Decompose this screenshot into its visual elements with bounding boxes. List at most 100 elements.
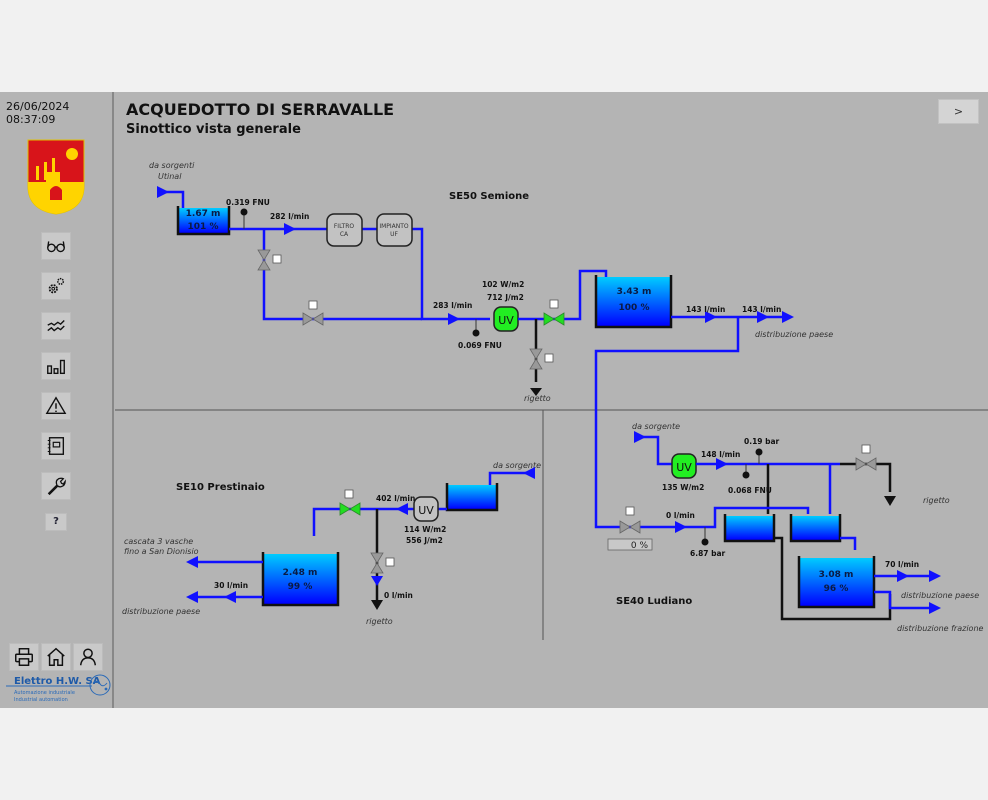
pipe (640, 435, 672, 466)
bar-chart-button[interactable] (41, 352, 71, 380)
datetime: 26/06/2024 08:37:09 (6, 100, 70, 126)
cascade-label: fino a San Dionisio (124, 547, 199, 556)
warning-icon (45, 396, 67, 415)
turbidity-sensor[interactable] (742, 471, 750, 479)
flow-value: 282 l/min (270, 212, 309, 221)
tank-se50-1[interactable] (178, 208, 228, 233)
valve-closed[interactable] (529, 348, 543, 370)
trend-button[interactable] (41, 312, 71, 340)
pressure-value: 0.19 bar (744, 437, 780, 446)
tank-level: 1.67 m (186, 209, 221, 219)
valve-closed[interactable] (370, 552, 384, 574)
tank-se40-small-2[interactable] (791, 516, 839, 540)
uv-irradiance: 135 W/m2 (662, 483, 704, 492)
uv-dose: 556 J/m2 (406, 536, 443, 545)
pipe (488, 471, 530, 485)
sidebar: 26/06/2024 08:37:09 (0, 92, 114, 708)
valve-position-value: 0 % (631, 541, 649, 551)
source-label: Utinal (158, 172, 182, 181)
uv-reactor[interactable] (671, 453, 697, 479)
maintenance-button[interactable] (41, 472, 71, 500)
valve-closed[interactable] (619, 520, 641, 534)
tank-se40[interactable] (799, 558, 873, 606)
valve-closed[interactable] (257, 249, 271, 271)
glasses-button[interactable] (41, 232, 71, 260)
tank-se50-2[interactable] (596, 277, 670, 326)
flow-arrow-icon (929, 602, 941, 614)
distribution-label: distribuzione paese (901, 591, 979, 600)
valve-status-indicator (861, 444, 871, 454)
valve-status-indicator (308, 300, 318, 310)
valve-closed[interactable] (855, 457, 877, 471)
gears-button[interactable] (41, 272, 71, 300)
flow-arrow-icon (897, 570, 941, 582)
valve-status-indicator (544, 353, 554, 363)
logbook-button[interactable] (41, 432, 71, 460)
valve-position-field[interactable] (607, 538, 653, 551)
tank-percent: 99 % (288, 582, 313, 592)
distribution-label: distribuzione frazione (897, 624, 984, 633)
turbidity-sensor[interactable] (240, 208, 248, 216)
help-button[interactable]: ? (45, 513, 67, 531)
filter-ca[interactable] (326, 213, 363, 247)
flow-arrow-icon (448, 313, 460, 325)
coat-of-arms-logo (27, 139, 85, 215)
flow-arrow-icon (186, 556, 198, 568)
turbidity-value: 0.319 FNU (226, 198, 270, 207)
flow-arrow-icon (675, 521, 687, 533)
flow-value: 143 l/min (686, 305, 725, 314)
next-page-button[interactable]: > (938, 99, 979, 124)
tank-percent: 96 % (824, 584, 849, 594)
valve-status-indicator (625, 506, 635, 516)
turbidity-sensor[interactable] (472, 329, 480, 337)
flow-arrow-icon (371, 576, 383, 586)
valve-status-indicator (385, 557, 395, 567)
alarms-button[interactable] (41, 392, 71, 420)
valve-status-indicator (272, 254, 282, 264)
glasses-icon (47, 241, 65, 253)
valve-open[interactable] (339, 502, 361, 516)
valve-status-indicator (549, 299, 559, 309)
flow-arrow-icon (396, 503, 408, 515)
source-label: da sorgente (632, 422, 680, 431)
source-arrow-icon (157, 186, 169, 198)
turbidity-value: 0.069 FNU (458, 341, 502, 350)
print-button[interactable] (9, 643, 39, 671)
pipe (620, 506, 810, 529)
company-tagline-en: Industrial automation (14, 697, 68, 703)
reject-arrow-icon (530, 388, 542, 396)
flow-value: 143 l/min (742, 305, 781, 314)
pipe (518, 269, 608, 321)
pressure-sensor[interactable] (701, 538, 709, 546)
user-button[interactable] (73, 643, 103, 671)
uv-label: UV (418, 504, 434, 517)
uf-plant[interactable] (376, 213, 413, 247)
pipe (774, 536, 892, 621)
uv-reactor[interactable] (413, 496, 439, 522)
uf-label: UF (390, 231, 398, 238)
tank-se10[interactable] (263, 554, 337, 604)
flow-value: 0 l/min (666, 511, 695, 520)
flow-value: 402 l/min (376, 494, 415, 503)
source-label: da sorgente (493, 461, 541, 470)
home-button[interactable] (41, 643, 71, 671)
tank-se40-small-1[interactable] (725, 516, 773, 540)
section-title-se50: SE50 Semione (449, 191, 529, 202)
section-title-se40: SE40 Ludiano (616, 596, 692, 607)
bar-chart-icon (47, 359, 65, 375)
source-arrow-icon (523, 467, 535, 479)
tank-percent: 100 % (619, 303, 650, 313)
pipe (840, 536, 857, 550)
scada-screen: 26/06/2024 08:37:09 (0, 92, 988, 708)
tank-level: 2.48 m (283, 568, 318, 578)
uv-irradiance: 102 W/m2 (482, 280, 524, 289)
valve-open[interactable] (543, 312, 565, 326)
user-icon (79, 648, 97, 666)
cascade-label: cascata 3 vasche (124, 537, 193, 546)
flow-value: 70 l/min (885, 560, 919, 569)
pressure-sensor[interactable] (755, 448, 763, 456)
tank-se10-source[interactable] (447, 485, 496, 509)
valve-status-indicator (344, 489, 354, 499)
valve-closed[interactable] (302, 312, 324, 326)
uv-label: UV (498, 314, 514, 327)
